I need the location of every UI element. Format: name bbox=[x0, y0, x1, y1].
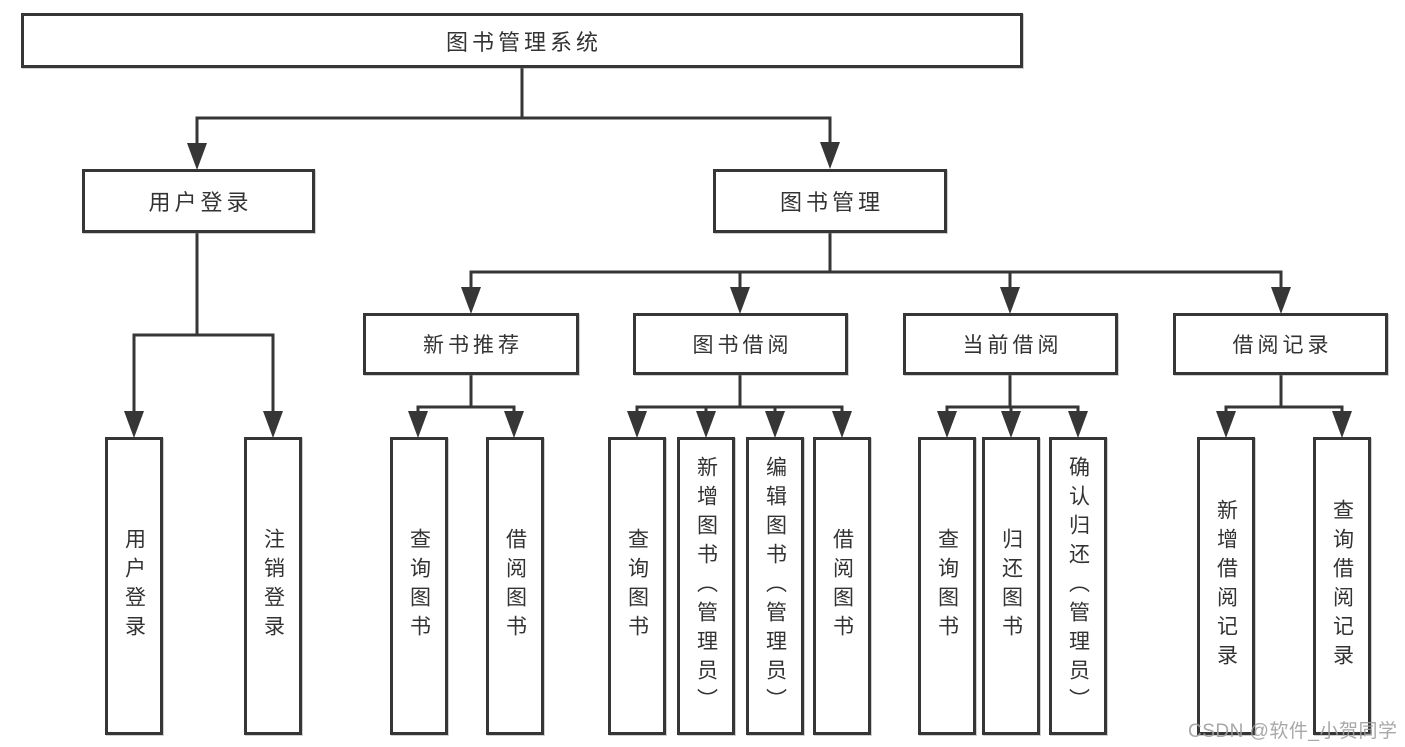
node-borrow-records: 借阅记录 bbox=[1173, 313, 1388, 375]
watermark: CSDN @软件_小贺同学 bbox=[1188, 721, 1398, 742]
node-book-borrowing: 图书借阅 bbox=[633, 313, 848, 375]
node-root-system: 图书管理系统 bbox=[21, 13, 1023, 68]
node-label: 借阅记录 bbox=[1232, 334, 1333, 357]
node-label: 查询借阅记录 bbox=[1330, 499, 1354, 673]
arrow-down-icon bbox=[1068, 411, 1088, 438]
node-leaf-borrow-books-1: 借阅图书 bbox=[486, 437, 544, 735]
node-label: 借阅图书 bbox=[503, 528, 527, 644]
node-label: 确认归还（管理员） bbox=[1066, 455, 1090, 717]
node-leaf-return-book: 归还图书 bbox=[982, 437, 1040, 735]
node-leaf-add-book-admin: 新增图书（管理员） bbox=[677, 437, 735, 735]
node-leaf-query-borrow-record: 查询借阅记录 bbox=[1313, 437, 1371, 735]
node-current-borrowing: 当前借阅 bbox=[903, 313, 1118, 375]
node-leaf-query-books-3: 查询图书 bbox=[918, 437, 976, 735]
node-label: 用户登录 bbox=[148, 190, 253, 215]
connector-borrow-records-to-leaves bbox=[1224, 375, 1344, 418]
node-label: 查询图书 bbox=[625, 528, 649, 644]
connector-book-borrow-to-leaves bbox=[635, 375, 844, 418]
node-label: 新书推荐 bbox=[423, 334, 523, 357]
connector-user-login-to-leaves bbox=[132, 233, 275, 418]
node-label: 编辑图书（管理员） bbox=[763, 455, 787, 717]
arrow-down-icon bbox=[937, 411, 957, 438]
node-label: 查询图书 bbox=[935, 528, 959, 644]
arrow-down-icon bbox=[1216, 411, 1236, 438]
arrow-down-icon bbox=[408, 411, 428, 438]
node-label: 新增借阅记录 bbox=[1214, 499, 1238, 673]
arrow-down-icon bbox=[187, 143, 207, 170]
node-label: 当前借阅 bbox=[962, 334, 1063, 357]
node-label: 图书管理系统 bbox=[445, 29, 602, 55]
arrow-down-icon bbox=[820, 142, 840, 169]
node-leaf-query-books-2: 查询图书 bbox=[608, 437, 666, 735]
node-label: 新增图书（管理员） bbox=[694, 455, 718, 717]
arrow-down-icon bbox=[730, 287, 750, 314]
node-label: 图书管理 bbox=[779, 190, 884, 215]
node-leaf-user-login: 用户登录 bbox=[105, 437, 163, 735]
arrow-down-icon bbox=[504, 411, 524, 438]
node-leaf-edit-book-admin: 编辑图书（管理员） bbox=[746, 437, 804, 735]
node-label: 图书借阅 bbox=[692, 334, 793, 357]
arrow-down-icon bbox=[627, 411, 647, 438]
arrow-down-icon bbox=[832, 411, 852, 438]
node-label: 借阅图书 bbox=[830, 528, 854, 644]
arrow-down-icon bbox=[1001, 411, 1021, 438]
connector-new-book-to-leaves bbox=[416, 375, 516, 418]
node-label: 查询图书 bbox=[407, 528, 431, 644]
node-leaf-confirm-return-admin: 确认归还（管理员） bbox=[1049, 437, 1107, 735]
node-new-book-recommendation: 新书推荐 bbox=[363, 313, 579, 375]
node-user-login: 用户登录 bbox=[82, 169, 315, 233]
node-leaf-logout: 注销登录 bbox=[244, 437, 302, 735]
arrow-down-icon bbox=[461, 287, 481, 314]
arrow-down-icon bbox=[696, 411, 716, 438]
arrow-down-icon bbox=[765, 411, 785, 438]
node-leaf-borrow-books-2: 借阅图书 bbox=[813, 437, 871, 735]
node-leaf-add-borrow-record: 新增借阅记录 bbox=[1197, 437, 1255, 735]
arrowheads bbox=[124, 142, 1352, 438]
node-leaf-query-books-1: 查询图书 bbox=[390, 437, 448, 735]
connector-book-mgmt-to-level3 bbox=[469, 233, 1283, 295]
connector-root-to-level2 bbox=[195, 68, 832, 150]
arrow-down-icon bbox=[1000, 287, 1020, 314]
arrow-down-icon bbox=[1271, 287, 1291, 314]
node-book-management: 图书管理 bbox=[713, 169, 947, 233]
node-label: 用户登录 bbox=[122, 528, 146, 644]
arrow-down-icon bbox=[1332, 411, 1352, 438]
arrow-down-icon bbox=[124, 411, 144, 438]
arrow-down-icon bbox=[263, 411, 283, 438]
node-label: 归还图书 bbox=[999, 528, 1023, 644]
node-label: 注销登录 bbox=[261, 528, 285, 644]
